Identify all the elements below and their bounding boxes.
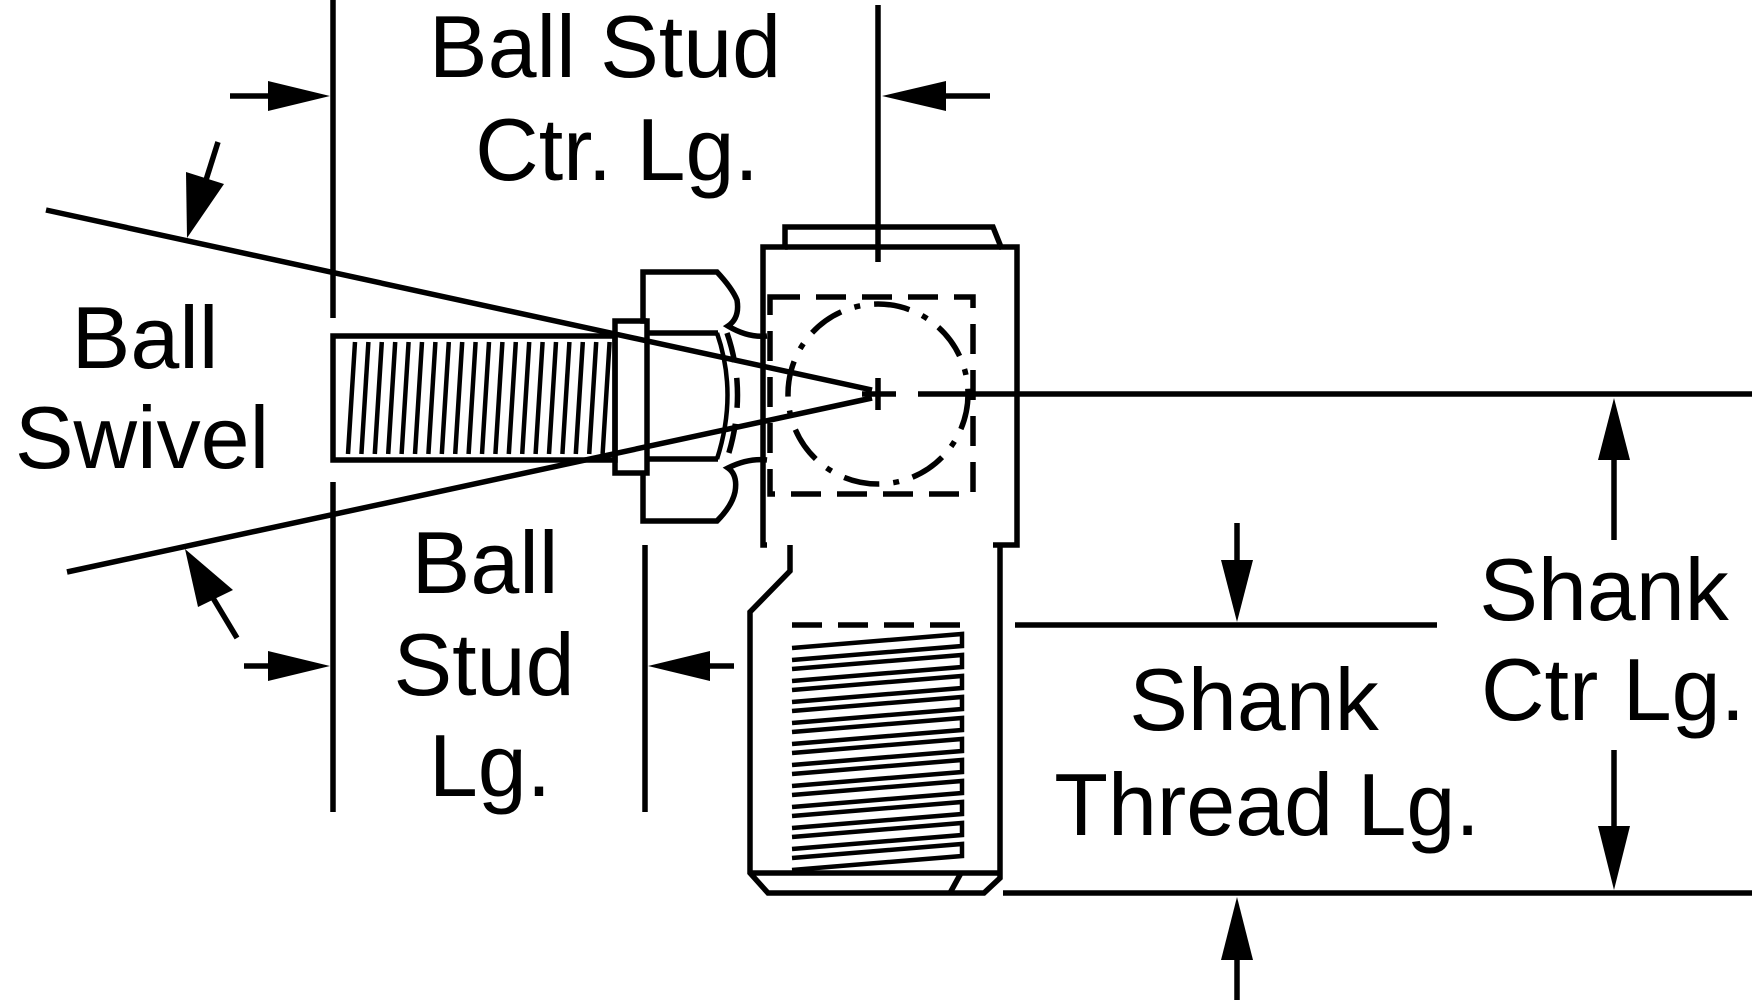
label-ball-swivel-line2: Swivel (15, 388, 269, 487)
arrow-shank-thread-top (1221, 523, 1253, 622)
stud-thread-line (600, 341, 612, 455)
shank-thread-line (791, 715, 965, 747)
arrow-ball-stud-lg-right (648, 651, 734, 681)
shank-thread-lines (791, 631, 965, 873)
stud-thread-line (533, 341, 545, 455)
stud-thread-line (466, 341, 478, 455)
label-shank-thread-lg: Shank Thread Lg. (1054, 650, 1480, 854)
label-ball-stud-lg: Ball Stud Lg. (393, 513, 574, 815)
arrow-swivel-lower (185, 549, 240, 640)
socket-housing (747, 224, 1020, 896)
stud-thread-line (359, 341, 371, 455)
stud-thread-line (506, 341, 519, 455)
stud-thread-line (385, 341, 398, 455)
stud-thread-line (573, 341, 586, 455)
housing-shank-outline (747, 545, 1003, 896)
stud-thread-line (519, 341, 532, 455)
stud-thread-line (345, 341, 358, 455)
stud-thread-line (426, 341, 438, 455)
shank-thread-line (791, 736, 965, 768)
label-shank-thread-lg-line1: Shank (1129, 650, 1380, 749)
stud-collar (612, 318, 650, 476)
arrow-shank-thread-bottom (1221, 897, 1253, 1000)
extension-lines (330, 0, 881, 812)
arrow-shank-ctr-bottom (1598, 750, 1630, 890)
ball-stud-threaded-shaft (330, 333, 618, 463)
shank-thread-line (791, 841, 965, 873)
arrow-shank-ctr-top (1598, 398, 1630, 540)
stud-thread-line (399, 341, 411, 455)
horizontal-extension-lines (918, 391, 1752, 896)
label-ball-stud-lg-line2: Stud (393, 615, 574, 714)
shank-thread-line (791, 694, 965, 726)
stud-thread-line (372, 341, 385, 455)
label-shank-ctr-lg-line1: Shank (1479, 540, 1730, 639)
swivel-line-lower (66, 395, 873, 575)
ball-hidden (785, 301, 971, 487)
collar-outline (612, 318, 650, 476)
label-shank-ctr-lg: Shank Ctr Lg. (1479, 540, 1745, 739)
stud-thread-line (479, 341, 492, 455)
shank-thread-line (791, 673, 965, 705)
stud-thread-line (412, 341, 425, 455)
stud-thread-line (546, 341, 559, 455)
stud-thread-line (493, 341, 505, 455)
housing-upper-outline (760, 224, 1020, 548)
stud-hex (640, 269, 768, 524)
label-ball-stud-ctr-lg: Ball Stud Ctr. Lg. (429, 0, 781, 199)
stud-thread-lines (345, 341, 612, 455)
label-ball-stud-lg-line1: Ball (412, 513, 559, 612)
shank-thread-line (791, 757, 965, 789)
arrow-swivel-upper (186, 141, 224, 238)
stud-thread-line (560, 341, 572, 455)
shank-thread-line (791, 652, 965, 684)
dimension-arrows (185, 81, 1630, 1000)
arrow-ball-stud-ctr-right (882, 81, 990, 111)
shank-thread-line (791, 820, 965, 852)
arrow-ball-stud-lg-left (244, 651, 330, 681)
label-ball-swivel: Ball Swivel (15, 288, 269, 487)
stud-thread-line (586, 341, 599, 455)
shank-thread-line (791, 799, 965, 831)
shank-thread-line (791, 631, 965, 663)
stud-thread-line (452, 341, 465, 455)
label-ball-stud-ctr-lg-line2: Ctr. Lg. (475, 100, 759, 199)
label-ball-stud-lg-line3: Lg. (429, 716, 551, 815)
arrow-ball-stud-ctr-left (230, 81, 330, 111)
stud-thread-line (439, 341, 452, 455)
shank-thread-line (791, 778, 965, 810)
socket-cavity-hidden (767, 294, 976, 497)
label-ball-swivel-line1: Ball (72, 288, 219, 387)
label-ball-stud-ctr-lg-line1: Ball Stud (429, 0, 781, 96)
label-shank-ctr-lg-line2: Ctr Lg. (1481, 640, 1745, 739)
label-shank-thread-lg-line2: Thread Lg. (1054, 755, 1480, 854)
